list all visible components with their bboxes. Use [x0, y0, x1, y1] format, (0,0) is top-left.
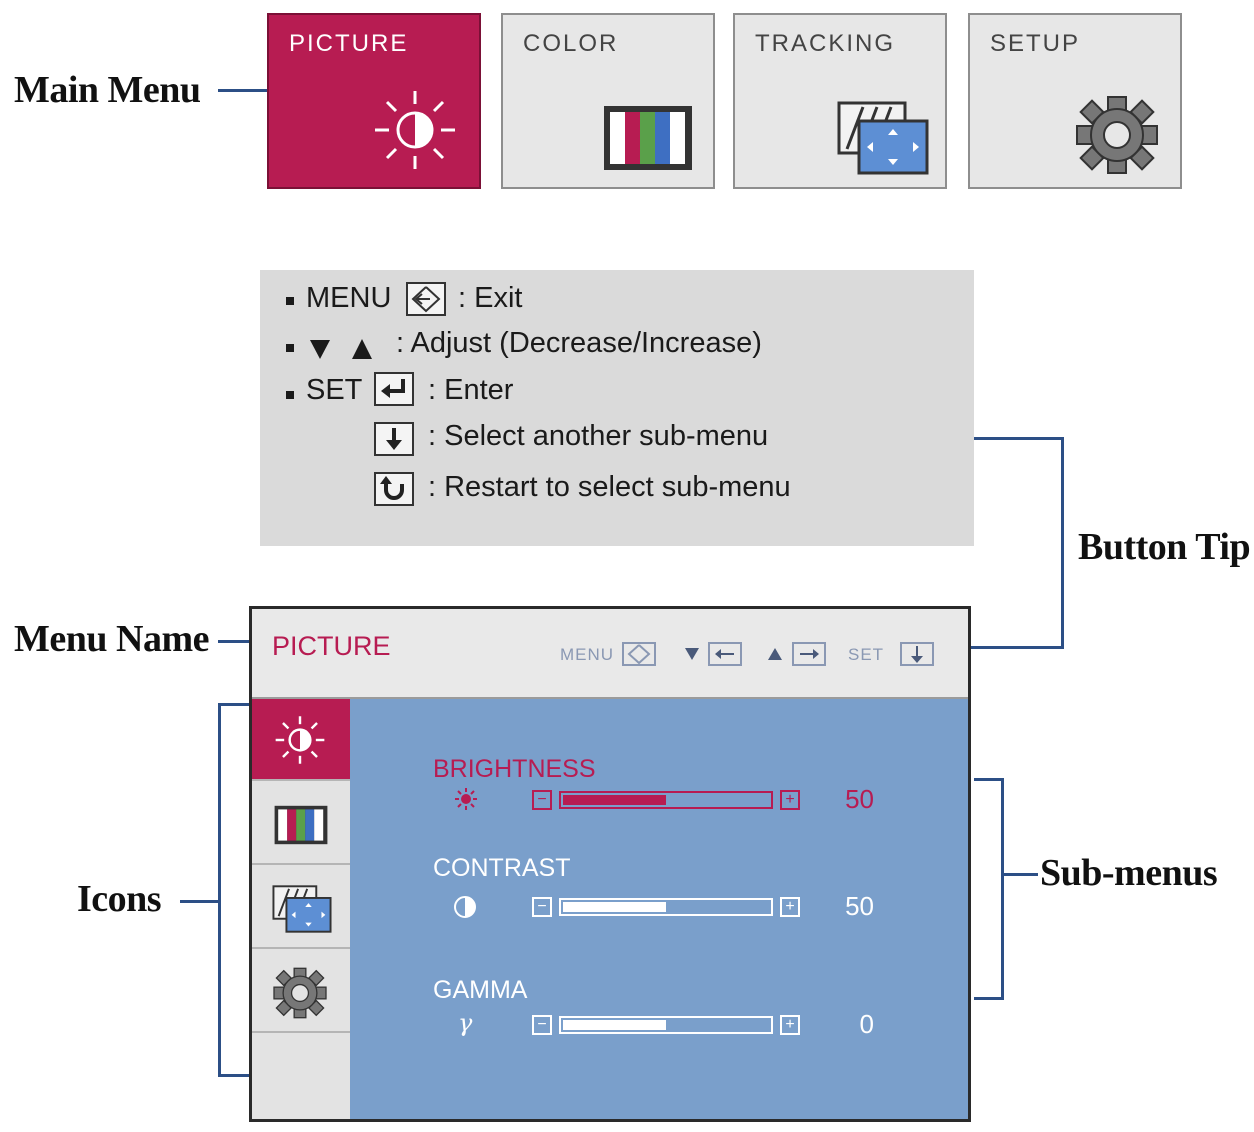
bracket-tip-top — [974, 437, 1064, 440]
color-bars-icon — [604, 106, 692, 170]
header-set-label: SET — [848, 645, 885, 664]
tracking-icon — [837, 101, 929, 175]
submenu-gamma-label: GAMMA — [433, 976, 528, 1004]
callout-sub-menus: Sub-menus — [1040, 852, 1218, 894]
bracket-tip-vertical — [1061, 437, 1064, 649]
gamma-slider[interactable] — [559, 1016, 773, 1034]
header-menu-key-icon — [622, 642, 656, 666]
bullet — [286, 297, 294, 305]
gamma-value: 0 — [859, 1009, 874, 1039]
osd-header: PICTURE MENU SET — [252, 609, 968, 699]
tracking-icon — [272, 885, 332, 933]
down-key-icon — [374, 422, 414, 456]
brightness-increase-button[interactable]: + — [780, 790, 800, 810]
sidebar-item-color[interactable] — [252, 783, 350, 865]
sun-icon — [455, 788, 477, 810]
bracket-sub-bottom — [974, 997, 1004, 1000]
bullet — [286, 344, 294, 352]
submenu-contrast-label: CONTRAST — [433, 854, 571, 882]
menu-name: PICTURE — [272, 631, 391, 661]
gamma-slider-fill — [563, 1020, 666, 1030]
tip-key-set: SET — [306, 374, 363, 406]
menu-exit-key-icon — [406, 282, 446, 316]
bracket-icons-top — [218, 703, 250, 706]
header-down-arrow-icon — [685, 648, 699, 660]
contrast-increase-button[interactable]: + — [780, 897, 800, 917]
contrast-decrease-button[interactable]: − — [532, 897, 552, 917]
header-up-arrow-icon — [768, 648, 782, 660]
leader-main-menu — [218, 89, 268, 92]
color-bars-icon — [274, 805, 328, 845]
bullet — [286, 391, 294, 399]
gamma-increase-button[interactable]: + — [780, 1015, 800, 1035]
osd-icon-sidebar — [252, 699, 350, 1119]
tab-color-label: COLOR — [523, 30, 619, 57]
gamma-icon: γ — [458, 1009, 473, 1037]
brightness-icon — [275, 716, 325, 764]
callout-button-tip: Button Tip — [1078, 526, 1251, 568]
tip-text-restart: : Restart to select sub-menu — [428, 471, 791, 503]
down-arrow-icon — [310, 340, 330, 359]
contrast-slider[interactable] — [559, 898, 773, 916]
header-set-key-icon — [900, 642, 934, 666]
leader-icons — [180, 900, 220, 903]
submenu-brightness-label: BRIGHTNESS — [433, 755, 596, 783]
callout-menu-name: Menu Name — [14, 618, 209, 660]
callout-icons: Icons — [77, 878, 162, 920]
contrast-slider-fill — [563, 902, 666, 912]
osd-window: PICTURE MENU SET — [249, 606, 971, 1122]
tip-text-exit: : Exit — [458, 282, 523, 314]
tip-text-adjust: : Adjust (Decrease/Increase) — [396, 327, 762, 359]
sidebar-item-picture[interactable] — [252, 699, 350, 781]
brightness-decrease-button[interactable]: − — [532, 790, 552, 810]
tab-picture-label: PICTURE — [289, 30, 409, 57]
sidebar-item-tracking[interactable] — [252, 867, 350, 949]
tab-setup[interactable]: SETUP — [968, 13, 1182, 189]
brightness-slider[interactable] — [559, 791, 773, 809]
enter-key-icon — [374, 372, 414, 406]
tip-text-enter: : Enter — [428, 374, 514, 406]
sidebar-item-setup[interactable] — [252, 951, 350, 1033]
brightness-icon — [375, 91, 455, 169]
tip-text-select: : Select another sub-menu — [428, 420, 769, 452]
button-tip-panel: MENU : Exit : Adjust (Decrease/Increase)… — [260, 270, 974, 546]
tip-key-menu: MENU — [306, 282, 392, 314]
tab-color[interactable]: COLOR — [501, 13, 715, 189]
leader-sub-menus — [1001, 873, 1038, 876]
bracket-icons-bottom — [218, 1074, 250, 1077]
contrast-value: 50 — [845, 891, 874, 921]
gear-icon — [1076, 96, 1158, 174]
gamma-decrease-button[interactable]: − — [532, 1015, 552, 1035]
tab-picture[interactable]: PICTURE — [267, 13, 481, 189]
header-left-key-icon — [708, 642, 742, 666]
tab-tracking[interactable]: TRACKING — [733, 13, 947, 189]
sidebar-item-empty — [252, 1035, 350, 1117]
brightness-slider-fill — [563, 795, 666, 805]
bracket-icons — [218, 703, 221, 1077]
leader-menu-name — [218, 640, 250, 643]
brightness-value: 50 — [845, 784, 874, 814]
bracket-sub-vertical — [1001, 778, 1004, 1000]
contrast-icon — [454, 896, 476, 918]
tab-tracking-label: TRACKING — [755, 30, 896, 57]
restart-key-icon — [374, 472, 414, 506]
callout-main-menu: Main Menu — [14, 69, 201, 111]
bracket-sub-top — [974, 778, 1004, 781]
gear-icon — [273, 967, 327, 1019]
tab-setup-label: SETUP — [990, 30, 1081, 57]
bracket-tip-bottom — [971, 646, 1064, 649]
header-right-key-icon — [792, 642, 826, 666]
header-menu-label: MENU — [560, 645, 615, 664]
up-arrow-icon — [352, 339, 372, 359]
